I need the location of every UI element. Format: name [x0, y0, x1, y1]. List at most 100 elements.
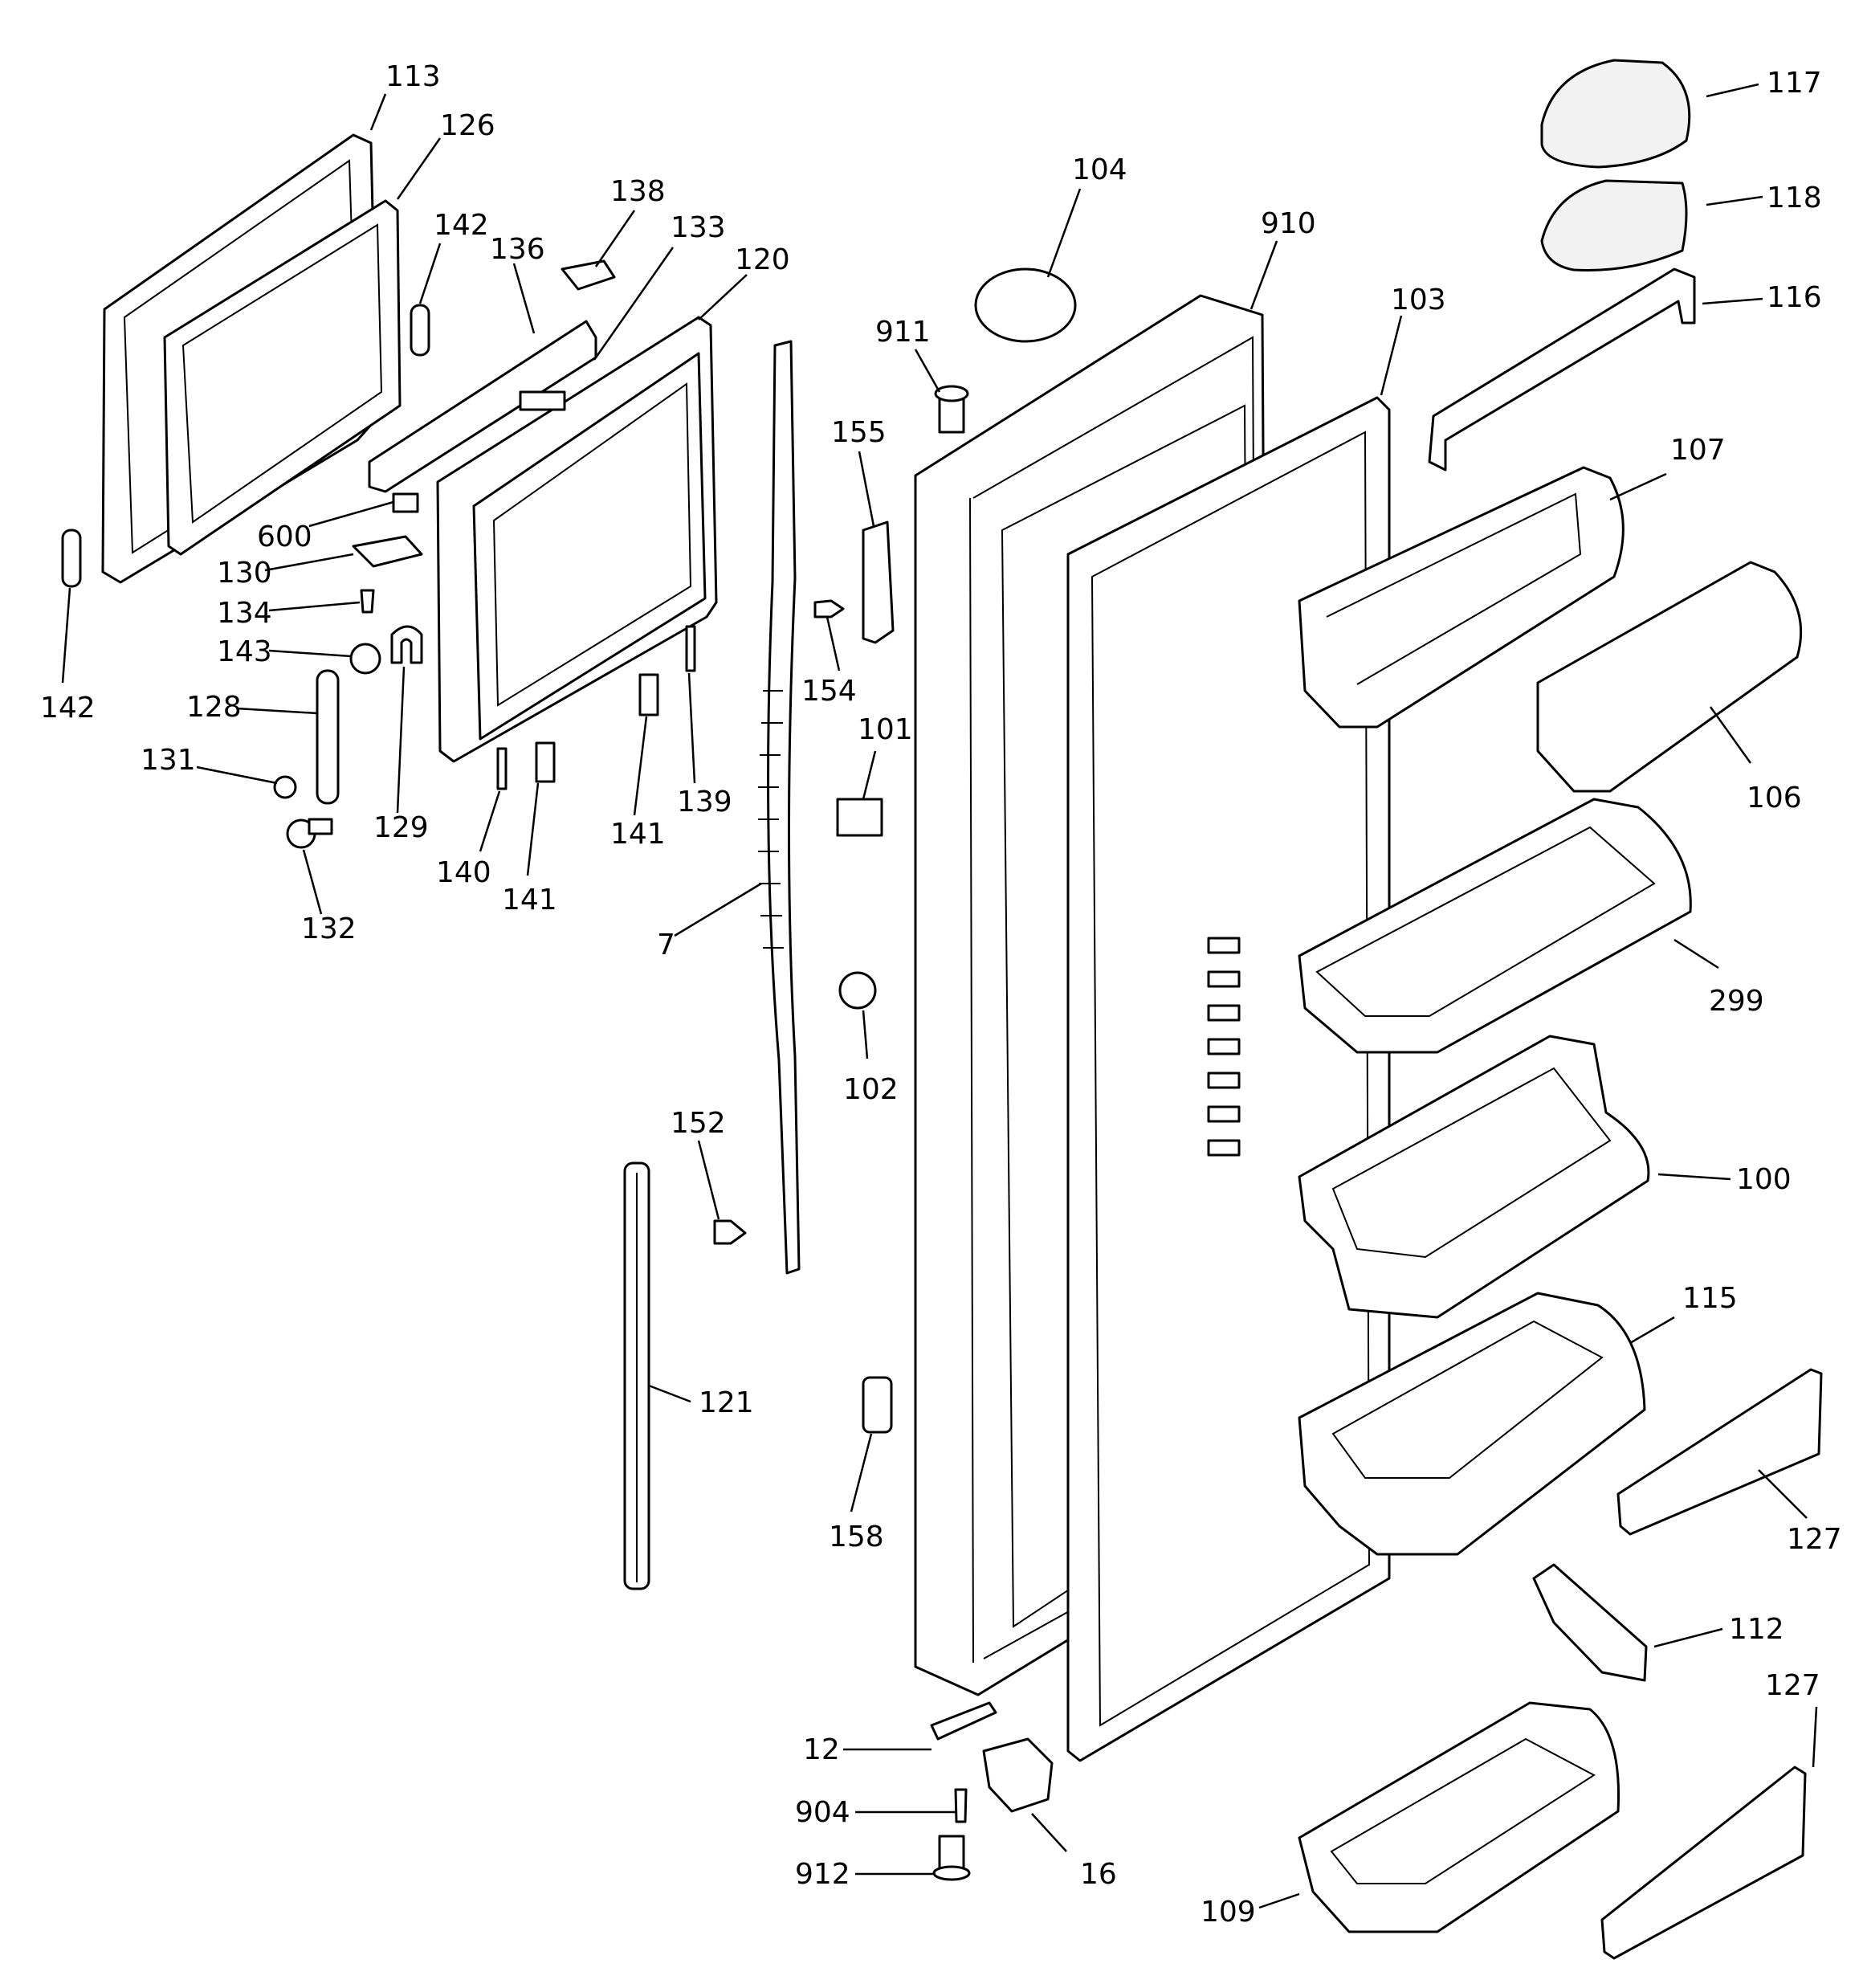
part-138-bracket [561, 259, 616, 291]
part-126-gasket [163, 199, 402, 556]
part-912-bushing [938, 1835, 965, 1872]
part-101-bracket [836, 798, 883, 837]
callout-7: 7 [657, 929, 675, 961]
leader-115 [1629, 1316, 1675, 1345]
part-12-plate [930, 1701, 997, 1741]
leader-127a [1758, 1469, 1808, 1519]
part-128-link [316, 669, 340, 805]
leader-7 [674, 882, 762, 937]
callout-127-upper: 127 [1787, 1523, 1842, 1556]
leader-107 [1609, 472, 1667, 501]
part-100-bin [1298, 1035, 1650, 1319]
part-118-tray [1540, 179, 1688, 271]
part-103-gasket-inner [1090, 431, 1371, 1727]
callout-143: 143 [217, 635, 272, 668]
callout-100: 100 [1736, 1163, 1792, 1196]
part-155-hinge [862, 520, 895, 644]
part-109-bin-inner [1330, 1737, 1596, 1884]
leader-104 [1046, 188, 1082, 278]
part-139-pin [685, 625, 696, 672]
callout-112: 112 [1729, 1613, 1784, 1646]
leader-142b [61, 587, 71, 684]
leader-130 [264, 553, 354, 572]
part-104-badge [974, 267, 1077, 343]
callout-118: 118 [1767, 182, 1822, 214]
leader-106 [1709, 706, 1752, 764]
part-131-screw [273, 775, 297, 799]
callout-130: 130 [217, 557, 272, 590]
callout-140: 140 [436, 856, 491, 889]
callout-101: 101 [858, 713, 913, 746]
callout-142-left: 142 [40, 692, 96, 725]
part-141-bracket-lower [535, 741, 556, 783]
leader-136 [512, 263, 536, 334]
leader-126 [396, 137, 442, 200]
part-7-handle-ribs [758, 690, 784, 949]
leader-117 [1706, 83, 1759, 98]
leader-109 [1258, 1892, 1300, 1909]
leader-143 [268, 649, 352, 658]
callout-103: 103 [1391, 284, 1446, 316]
callout-129: 129 [373, 811, 429, 844]
part-107-bin-inner [1326, 492, 1582, 685]
part-100-bin-inner [1331, 1067, 1612, 1259]
leader-113 [369, 93, 387, 131]
callout-154: 154 [801, 675, 857, 708]
leader-128 [236, 707, 318, 715]
part-299-shelf-inner [1315, 826, 1656, 1017]
leader-112 [1653, 1627, 1723, 1648]
callout-115: 115 [1682, 1282, 1738, 1315]
part-shelf-nub-3 [1207, 1004, 1241, 1022]
leader-102 [862, 1010, 869, 1059]
callout-126: 126 [440, 109, 495, 142]
leader-100 [1657, 1173, 1731, 1181]
callout-16: 16 [1080, 1858, 1117, 1891]
part-129-u-clip [390, 625, 423, 664]
callout-911: 911 [875, 316, 931, 349]
part-117-cover [1540, 59, 1691, 169]
part-154-screw [813, 599, 845, 618]
leader-139 [687, 672, 696, 784]
callout-132: 132 [301, 912, 357, 945]
leader-132 [302, 849, 323, 915]
callout-600: 600 [257, 520, 312, 553]
part-600 [392, 492, 419, 513]
leader-158 [850, 1433, 873, 1512]
callout-121: 121 [699, 1386, 754, 1419]
leader-155 [858, 451, 875, 527]
callout-134: 134 [217, 597, 272, 630]
leader-118 [1706, 195, 1763, 206]
callout-117: 117 [1767, 67, 1822, 100]
part-115-bin [1298, 1292, 1646, 1556]
callout-910: 910 [1261, 207, 1316, 240]
leader-134 [268, 601, 361, 612]
callout-158: 158 [829, 1521, 884, 1553]
callout-139: 139 [677, 786, 732, 818]
callout-138: 138 [610, 175, 666, 208]
part-158-stop [862, 1376, 893, 1434]
leader-142a [418, 243, 442, 304]
part-911-bushing-top [934, 385, 969, 402]
leader-600 [308, 500, 394, 528]
part-904-screw [954, 1788, 968, 1823]
leader-911 [914, 349, 941, 393]
part-140-pin [496, 747, 508, 790]
part-143-roller [349, 643, 381, 675]
leader-116 [1702, 297, 1763, 305]
leader-121 [648, 1384, 691, 1403]
part-shelf-nub-6 [1207, 1105, 1241, 1123]
part-126-gasket-inner [181, 223, 383, 524]
callout-116: 116 [1767, 281, 1822, 314]
leader-129 [396, 666, 406, 814]
callout-128: 128 [186, 691, 242, 724]
callout-labels: 113 126 142 136 138 133 120 600 130 134 … [40, 60, 1842, 1929]
part-127-cover-upper [1616, 1368, 1823, 1536]
part-shelf-nub-5 [1207, 1072, 1241, 1089]
part-127-cover-lower [1600, 1766, 1807, 1960]
callout-107: 107 [1670, 434, 1726, 467]
callout-127-lower: 127 [1765, 1669, 1820, 1702]
part-116-rail [1428, 267, 1696, 471]
callout-120: 120 [735, 243, 790, 276]
leader-141a [633, 716, 648, 816]
